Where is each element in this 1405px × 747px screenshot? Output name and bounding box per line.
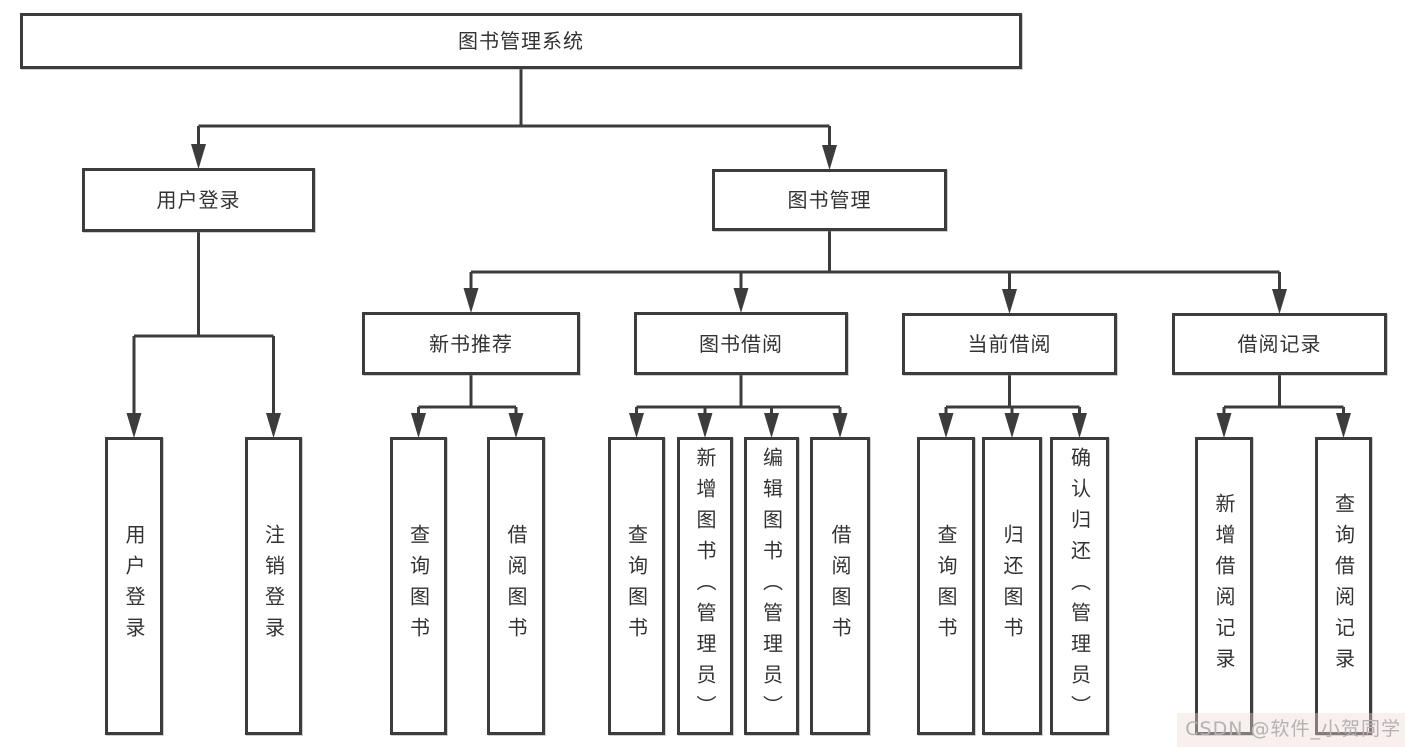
node-label: 图书管理系统 — [458, 29, 584, 53]
node-rec-query-books: 查询图书 — [390, 437, 447, 735]
node-label: 确认归还（管理员） — [1067, 446, 1092, 726]
node-borrowing-records: 借阅记录 — [1172, 313, 1387, 375]
node-label: 当前借阅 — [967, 332, 1052, 356]
arrowhead-icon — [764, 413, 779, 438]
node-login: 用户登录 — [105, 437, 163, 735]
arrowhead-icon — [463, 288, 479, 313]
node-label: 编辑图书（管理员） — [759, 446, 784, 726]
arrowhead-icon — [822, 145, 837, 170]
node-cb-confirm-return: 确认归还（管理员） — [1050, 437, 1109, 735]
node-bb-edit-books: 编辑图书（管理员） — [744, 437, 799, 735]
node-user-login: 用户登录 — [82, 168, 315, 232]
node-bb-add-books: 新增图书（管理员） — [677, 437, 733, 735]
node-label: 新增借阅记录 — [1212, 493, 1236, 679]
arrowhead-icon — [411, 413, 426, 438]
node-book-borrowing: 图书借阅 — [634, 312, 848, 375]
node-cb-query-books: 查询图书 — [917, 437, 975, 735]
node-label: 借阅记录 — [1237, 332, 1322, 356]
arrowhead-icon — [1002, 289, 1017, 314]
node-label: 归还图书 — [1000, 524, 1024, 648]
node-label: 查询图书 — [406, 524, 431, 648]
csdn-watermark: CSDN @软件_小贺同学 — [1185, 718, 1401, 740]
node-label: 注销登录 — [261, 524, 286, 648]
arrowhead-icon — [832, 413, 848, 438]
arrowhead-icon — [1272, 289, 1287, 314]
node-br-add-record: 新增借阅记录 — [1195, 437, 1253, 735]
arrowhead-icon — [1072, 413, 1087, 438]
node-system: 图书管理系统 — [20, 13, 1022, 69]
node-label: 图书借阅 — [699, 331, 783, 356]
node-label: 用户登录 — [122, 524, 146, 648]
node-label: 查询图书 — [624, 524, 649, 648]
node-cb-return-books: 归还图书 — [982, 437, 1042, 735]
arrowhead-icon — [266, 413, 281, 438]
node-bb-borrow-books: 借阅图书 — [810, 437, 870, 735]
node-br-query-record: 查询借阅记录 — [1315, 437, 1372, 735]
node-bb-query-books: 查询图书 — [608, 437, 665, 735]
arrowhead-icon — [1004, 413, 1020, 438]
arrowhead-icon — [629, 413, 644, 438]
node-label: 查询借阅记录 — [1331, 493, 1356, 679]
node-label: 图书管理 — [787, 188, 872, 212]
node-label: 借阅图书 — [828, 524, 852, 648]
arrowhead-icon — [697, 413, 713, 438]
arrowhead-icon — [733, 288, 749, 313]
node-label: 新增图书（管理员） — [693, 446, 717, 726]
arrowhead-icon — [938, 413, 954, 438]
node-label: 新书推荐 — [429, 331, 513, 356]
arrowhead-icon — [1216, 413, 1232, 438]
arrowhead-icon — [508, 413, 524, 438]
node-rec-borrow-books: 借阅图书 — [487, 437, 545, 735]
node-new-book-recommend: 新书推荐 — [362, 312, 580, 375]
node-logout: 注销登录 — [245, 437, 302, 735]
node-label: 借阅图书 — [504, 524, 528, 648]
arrowhead-icon — [126, 413, 142, 438]
watermark-tint — [1177, 713, 1405, 747]
arrowhead-icon — [191, 144, 206, 169]
node-book-management: 图书管理 — [712, 169, 947, 231]
node-label: 用户登录 — [156, 188, 241, 212]
node-current-borrowing: 当前借阅 — [902, 313, 1117, 375]
arrowhead-icon — [1336, 413, 1351, 438]
node-label: 查询图书 — [934, 524, 958, 648]
